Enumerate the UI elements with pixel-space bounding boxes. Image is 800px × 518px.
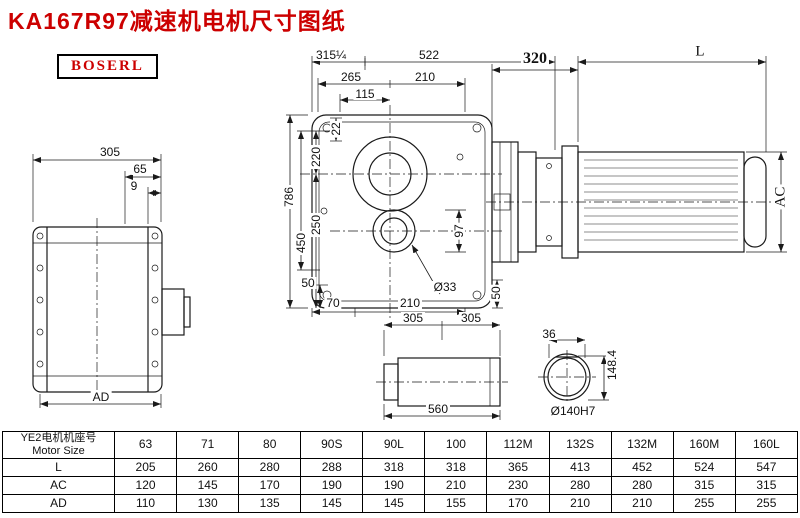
table-cell: 145 — [362, 494, 426, 513]
table-cell: 280 — [548, 476, 612, 495]
dim-side-ad: AD — [90, 390, 112, 404]
dim-motor-L: L — [693, 43, 707, 60]
table-cell: 288 — [300, 458, 364, 477]
dim-side-305: 305 — [97, 145, 123, 159]
row-label: AD — [2, 494, 115, 513]
shaft-end-view — [538, 337, 609, 404]
motor-size-header-cell: YE2电机机座号 Motor Size — [2, 431, 115, 459]
table-header-row: YE2电机机座号 Motor Size 63 71 80 90S 90L 100… — [2, 431, 799, 459]
table-cell: 318 — [362, 458, 426, 477]
table-cell: 524 — [672, 458, 736, 477]
dim-motor-AC: AC — [772, 184, 789, 210]
table-col-header: 90L — [362, 431, 426, 459]
dim-front-22: 22 — [329, 120, 343, 138]
table-cell: 170 — [486, 494, 550, 513]
table-cell: 230 — [486, 476, 550, 495]
dim-front-dia33: Ø33 — [431, 280, 459, 294]
table-col-header: 132M — [610, 431, 674, 459]
table-col-header: 112M — [486, 431, 550, 459]
engineering-drawing — [32, 56, 787, 420]
table-cell: 135 — [238, 494, 302, 513]
table-header-en: Motor Size — [32, 445, 85, 457]
table-cell: 255 — [672, 494, 736, 513]
dim-end-148: 148.4 — [605, 347, 619, 383]
dim-front-450: 450 — [294, 230, 308, 256]
motor-size-table: YE2电机机座号 Motor Size 63 71 80 90S 90L 100… — [2, 431, 799, 513]
dim-front-97: 97 — [452, 222, 466, 240]
table-cell: 413 — [548, 458, 612, 477]
table-col-header: 90S — [300, 431, 364, 459]
table-cell: 210 — [424, 476, 488, 495]
table-cell: 280 — [610, 476, 674, 495]
table-row-AD: AD 110 130 135 145 145 155 170 210 210 2… — [2, 494, 799, 513]
dim-end-36: 36 — [540, 327, 558, 341]
dim-front-522: 522 — [416, 48, 442, 62]
dim-front-786: 786 — [282, 184, 296, 210]
table-row-AC: AC 120 145 170 190 190 210 230 280 280 3… — [2, 476, 799, 495]
table-cell: 110 — [113, 494, 178, 513]
row-label: L — [2, 458, 115, 477]
table-col-header: 132S — [548, 431, 612, 459]
table-cell: 280 — [238, 458, 302, 477]
side-view — [32, 154, 191, 408]
table-cell: 210 — [548, 494, 612, 513]
motor-view — [486, 56, 787, 263]
dim-front-115: 115 — [353, 87, 377, 101]
dim-front-210-bottom: 210 — [397, 296, 423, 310]
table-cell: 547 — [734, 458, 799, 477]
table-cell: 145 — [176, 476, 240, 495]
table-cell: 155 — [424, 494, 488, 513]
table-cell: 190 — [300, 476, 364, 495]
dim-front-50-right: 50 — [489, 284, 503, 302]
dim-front-315: 315¼ — [313, 48, 349, 62]
table-cell: 190 — [362, 476, 426, 495]
dim-shaft-560: 560 — [425, 402, 451, 416]
table-col-header: 160M — [672, 431, 736, 459]
table-cell: 260 — [176, 458, 240, 477]
table-cell: 452 — [610, 458, 674, 477]
dim-side-9: 9 — [128, 179, 140, 193]
dim-end-140: Ø140H7 — [548, 404, 598, 418]
table-cell: 255 — [734, 494, 799, 513]
dim-side-65: 65 — [131, 162, 149, 176]
dim-motor-320: 320 — [521, 50, 549, 67]
table-col-header: 160L — [734, 431, 799, 459]
table-header-cn: YE2电机机座号 — [20, 432, 97, 445]
table-col-header: 71 — [176, 431, 240, 459]
table-cell: 170 — [238, 476, 302, 495]
page-title: KA167R97减速机电机尺寸图纸 — [8, 8, 346, 34]
table-col-header: 63 — [113, 431, 178, 459]
table-col-header: 100 — [424, 431, 488, 459]
dim-front-305-b: 305 — [458, 311, 484, 325]
table-cell: 365 — [486, 458, 550, 477]
table-cell: 315 — [672, 476, 736, 495]
table-cell: 315 — [734, 476, 799, 495]
dim-front-210-top: 210 — [412, 70, 438, 84]
brand-logo: BOSERL — [57, 54, 158, 79]
dim-front-305-a: 305 — [400, 311, 426, 325]
table-cell: 120 — [113, 476, 178, 495]
dim-front-265: 265 — [338, 70, 364, 84]
table-cell: 145 — [300, 494, 364, 513]
table-row-L: L 205 260 280 288 318 318 365 413 452 52… — [2, 458, 799, 477]
table-cell: 210 — [610, 494, 674, 513]
dim-front-250: 250 — [309, 212, 323, 238]
dim-front-50-left: 50 — [299, 276, 317, 290]
dim-front-70: 70 — [324, 296, 342, 310]
row-label: AC — [2, 476, 115, 495]
table-cell: 130 — [176, 494, 240, 513]
dim-front-220: 220 — [309, 144, 323, 170]
table-col-header: 80 — [238, 431, 302, 459]
table-cell: 205 — [113, 458, 178, 477]
table-cell: 318 — [424, 458, 488, 477]
